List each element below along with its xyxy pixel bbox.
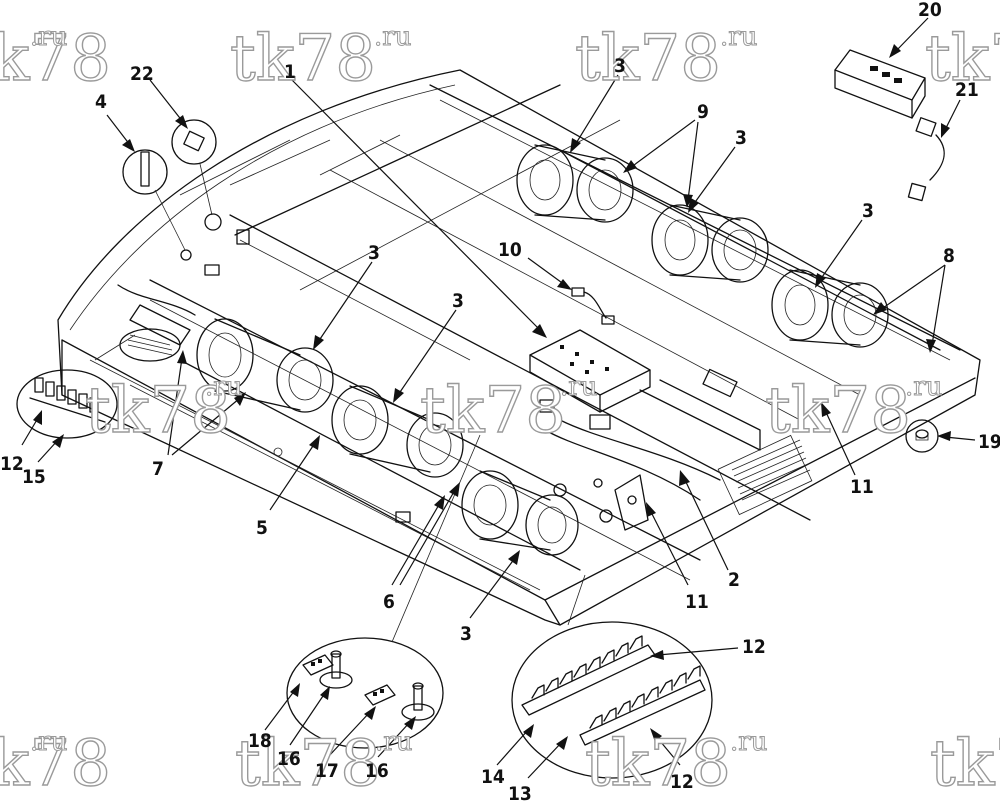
bracket: [614, 474, 649, 531]
watermarks: tk78 .ru tk78 .ru tk78 .ru tk78 tk78 .ru…: [0, 21, 1000, 801]
callout-20: 20: [918, 0, 942, 21]
left-harness: [117, 229, 250, 362]
callout-2: 2: [728, 569, 740, 591]
callout-9: 9: [697, 101, 709, 123]
blower-unit: [196, 318, 334, 413]
watermark-suffix: .ru: [374, 22, 411, 52]
callout-19: 19: [978, 431, 1000, 453]
callout-11: 11: [850, 476, 874, 498]
watermark-text: tk78: [925, 22, 1000, 96]
callout-4: 4: [95, 91, 107, 113]
callout-14: 14: [481, 766, 505, 788]
callout-8: 8: [943, 245, 955, 267]
callout-3: 3: [862, 200, 874, 222]
callout-3: 3: [452, 290, 464, 312]
display-panel: [834, 49, 926, 119]
callout-17: 17: [315, 760, 339, 782]
vent-grille: [731, 439, 811, 501]
callout-6: 6: [383, 591, 395, 613]
callout-12: 12: [0, 453, 24, 475]
callout-10: 10: [498, 239, 522, 261]
callout-16: 16: [277, 748, 301, 770]
callout-3: 3: [735, 127, 747, 149]
callout-11: 11: [685, 591, 709, 613]
callout-16: 16: [365, 760, 389, 782]
callout-21: 21: [955, 79, 979, 101]
watermark-text: tk78: [230, 22, 376, 96]
blower-unit: [331, 385, 464, 478]
blower-unit: [771, 269, 889, 348]
callout-3: 3: [460, 623, 472, 645]
blower-row-front: [179, 318, 581, 571]
callout-15: 15: [22, 466, 46, 488]
watermark-suffix: .ru: [730, 727, 767, 757]
watermark-text: tk78: [235, 727, 381, 801]
callout-13: 13: [508, 783, 532, 803]
callout-22: 22: [130, 63, 154, 85]
watermark-text: tk78: [0, 727, 111, 801]
detail-pin: [122, 149, 186, 251]
leader-lines: [21, 17, 976, 779]
blower-unit: [516, 144, 634, 223]
connector: [907, 117, 945, 202]
watermark-suffix: .ru: [30, 22, 67, 52]
detail-terminal-left: [16, 334, 136, 439]
callout-12: 12: [742, 636, 766, 658]
watermark-suffix: .ru: [30, 727, 67, 757]
detail-plug: [171, 119, 222, 231]
watermark-text: tk78: [575, 22, 721, 96]
watermark-text: tk78: [85, 374, 231, 448]
watermark-suffix: .ru: [905, 372, 942, 402]
housing: [57, 69, 981, 626]
callout-18: 18: [248, 730, 272, 752]
sensor-cable: [571, 287, 615, 325]
callout-5: 5: [256, 517, 268, 539]
terminal-teeth: [531, 635, 701, 729]
watermark-text: tk78: [0, 22, 111, 96]
watermark-text: tk78: [930, 727, 1000, 801]
watermark-suffix: .ru: [205, 372, 242, 402]
watermark-suffix: .ru: [560, 372, 597, 402]
watermark-text: tk78: [765, 374, 911, 448]
callout-7: 7: [152, 458, 164, 480]
callout-1: 1: [284, 61, 296, 83]
blower-row-rear: [516, 144, 941, 351]
callout-12: 12: [670, 771, 694, 793]
control-board: [529, 329, 761, 501]
watermark-text: tk78: [420, 374, 566, 448]
watermark-text: tk78: [585, 727, 731, 801]
watermark-suffix: .ru: [720, 22, 757, 52]
watermark-suffix: .ru: [375, 727, 412, 757]
detail-ground-studs: [286, 434, 481, 749]
callout-3: 3: [614, 55, 626, 77]
blower-unit: [651, 204, 769, 283]
callout-3: 3: [368, 242, 380, 264]
